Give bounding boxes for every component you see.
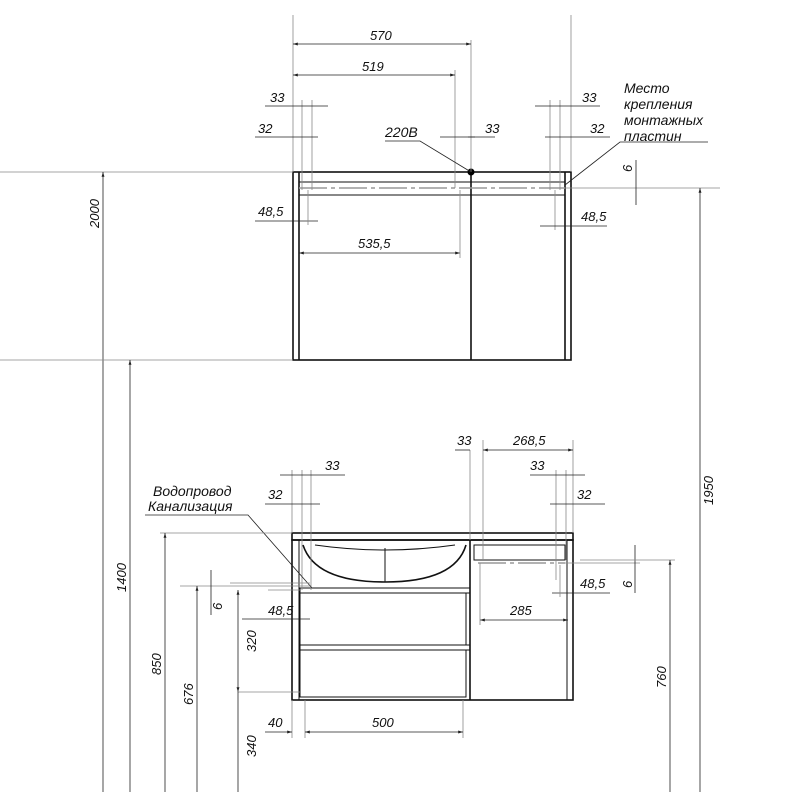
shelf-upper (473, 544, 566, 561)
wall-cabinet (292, 168, 572, 361)
wall-cabinet-body (292, 171, 572, 361)
dim-320: 320 (244, 630, 259, 652)
dim-left-33: 33 (270, 90, 285, 105)
dim-vanity-right-32: 32 (577, 487, 592, 502)
dim-1950: 1950 (701, 475, 716, 505)
mount-leader-line (564, 141, 708, 186)
dim-1400: 1400 (114, 562, 129, 592)
dim-676: 676 (181, 683, 196, 705)
dim-vanity-right-33: 33 (530, 458, 545, 473)
dim-top-33: 33 (457, 433, 472, 448)
countertop (291, 532, 574, 541)
mount-label-3: монтажных (624, 112, 704, 128)
plumbing-leader-line (145, 514, 313, 589)
dim-500: 500 (372, 715, 394, 730)
dim-center-33: 33 (485, 121, 500, 136)
drawer-upper[interactable] (299, 592, 467, 646)
dim-right-32: 32 (590, 121, 605, 136)
dim-2000: 2000 (87, 198, 102, 229)
mount-label-2: крепления (624, 96, 693, 112)
socket-leader-line (385, 140, 472, 173)
dim-760: 760 (654, 666, 669, 688)
socket-220v-label: 220В (384, 124, 418, 140)
dim-left-48-5: 48,5 (258, 204, 284, 219)
dim-vanity-left-32: 32 (268, 487, 283, 502)
dim-535-5: 535,5 (358, 236, 391, 251)
vanity-body (291, 539, 574, 701)
dim-vanity-right-6: 6 (620, 580, 635, 588)
dim-285: 285 (509, 603, 532, 618)
dim-vanity-left-48-5: 48,5 (268, 603, 294, 618)
dim-850: 850 (149, 653, 164, 675)
dim-268-5: 268,5 (512, 433, 546, 448)
plumbing-label-water: Водопровод (153, 483, 232, 499)
wall-cabinet-dimensions: 570 519 33 32 33 220В 33 32 Место крепле… (0, 15, 708, 258)
dim-40: 40 (268, 715, 283, 730)
dim-vanity-left-6: 6 (210, 602, 225, 610)
mount-label-4: пластин (624, 128, 682, 144)
height-dimensions: 2000 1400 1950 (0, 171, 720, 792)
dim-vanity-right-48-5: 48,5 (580, 576, 606, 591)
vanity-dimensions: 33 268,5 33 32 33 32 Водопровод Канализа… (145, 433, 675, 792)
plumbing-label-sewer: Канализация (148, 498, 233, 514)
dim-340: 340 (244, 735, 259, 757)
dim-right-48-5: 48,5 (581, 209, 607, 224)
dim-vanity-left-33: 33 (325, 458, 340, 473)
dim-left-32: 32 (258, 121, 273, 136)
drawer-lower[interactable] (299, 649, 467, 698)
dim-570: 570 (370, 28, 392, 43)
mount-label-1: Место (624, 80, 670, 96)
dim-offset-6: 6 (620, 164, 635, 172)
dim-right-33: 33 (582, 90, 597, 105)
dim-519: 519 (362, 59, 384, 74)
